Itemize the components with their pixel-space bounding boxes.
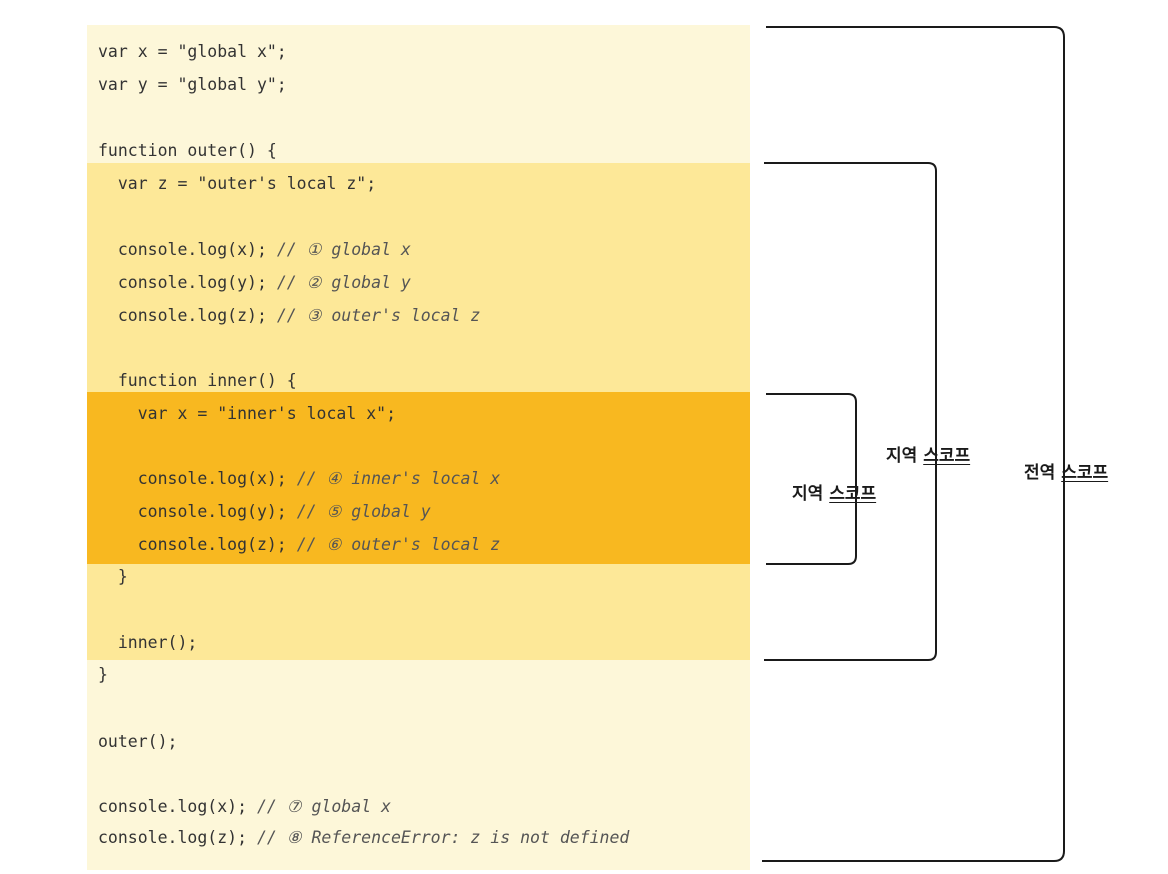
code-line: var x = "inner's local x"; [98,404,397,423]
code-line: } [98,665,108,684]
inner-scope-label: 지역 스코프 [792,484,877,504]
code-line: console.log(z); // ③ outer's local z [98,306,481,325]
code-line: console.log(x); // ④ inner's local x [98,469,501,488]
code-line: var y = "global y"; [98,75,287,94]
code-line: outer(); [98,732,178,751]
code-line: var z = "outer's local z"; [98,174,377,193]
inner-scope-bracket [766,393,857,565]
code-line: console.log(y); // ⑤ global y [98,502,431,521]
code-line: console.log(z); // ⑥ outer's local z [98,535,501,554]
code-line: console.log(y); // ② global y [98,273,411,292]
code-line: } [98,567,128,586]
code-line: function inner() { [98,371,297,390]
code-line: function outer() { [98,141,277,160]
outer-scope-bracket [764,162,937,661]
code-line: var x = "global x"; [98,42,287,61]
code-line: console.log(x); // ⑦ global x [98,797,391,816]
code-line: console.log(z); // ⑧ ReferenceError: z i… [98,828,630,847]
code-line: console.log(x); // ① global x [98,240,411,259]
outer-scope-label: 지역 스코프 [886,446,971,466]
global-scope-bracket [762,26,1065,862]
code-line: inner(); [98,633,198,652]
inner-function-scope-region [87,392,750,564]
global-scope-label: 전역 스코프 [1024,463,1109,483]
